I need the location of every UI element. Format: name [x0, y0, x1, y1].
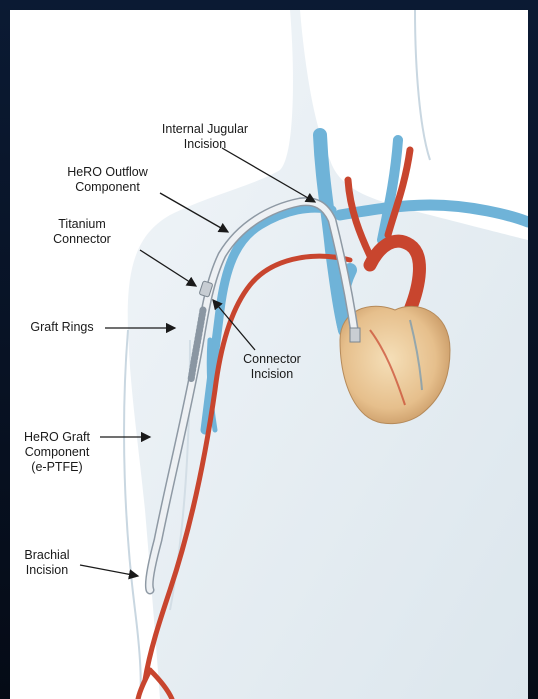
- label-graft-component-line3: (e-PTFE): [12, 460, 102, 475]
- label-connector-incision-line2: Incision: [222, 367, 322, 382]
- body-silhouette: [124, 10, 528, 699]
- label-titanium-connector: Titanium Connector: [32, 217, 132, 247]
- label-graft-component-line1: HeRO Graft: [12, 430, 102, 445]
- label-titanium-line1: Titanium: [32, 217, 132, 232]
- label-hero-outflow-line1: HeRO Outflow: [50, 165, 165, 180]
- label-brachial-line2: Incision: [12, 563, 82, 578]
- label-hero-graft-component: HeRO Graft Component (e-PTFE): [12, 430, 102, 475]
- label-connector-incision: Connector Incision: [222, 352, 322, 382]
- label-graft-rings: Graft Rings: [22, 320, 102, 335]
- label-connector-incision-line1: Connector: [222, 352, 322, 367]
- label-internal-jugular-line1: Internal Jugular: [140, 122, 270, 137]
- label-graft-component-line2: Component: [12, 445, 102, 460]
- label-hero-outflow-line2: Component: [50, 180, 165, 195]
- label-titanium-line2: Connector: [32, 232, 132, 247]
- label-brachial-line1: Brachial: [12, 548, 82, 563]
- label-brachial-incision: Brachial Incision: [12, 548, 82, 578]
- label-internal-jugular-line2: Incision: [140, 137, 270, 152]
- label-internal-jugular: Internal Jugular Incision: [140, 122, 270, 152]
- illustration-panel: Internal Jugular Incision HeRO Outflow C…: [10, 10, 528, 699]
- label-hero-outflow: HeRO Outflow Component: [50, 165, 165, 195]
- label-graft-rings-text: Graft Rings: [22, 320, 102, 335]
